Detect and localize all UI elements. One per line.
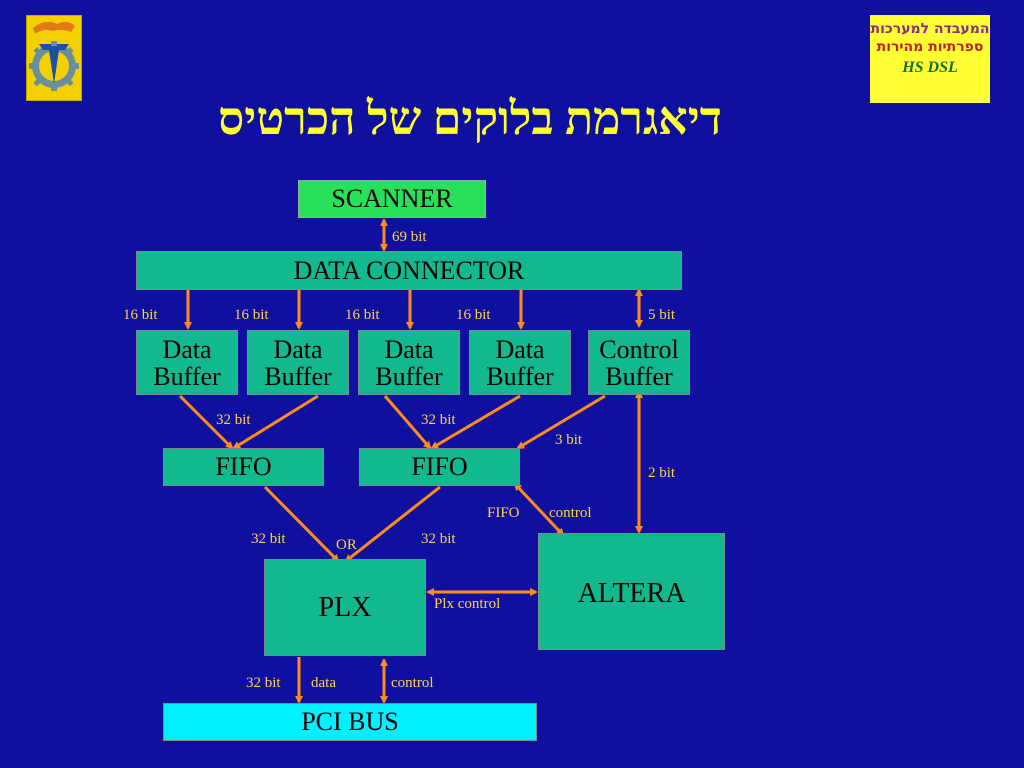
buffer-1-line1: Data <box>162 334 212 364</box>
data-buffer-2: Data Buffer <box>247 330 349 395</box>
lab-logo-line1: המעבדה למערכות <box>870 21 990 37</box>
pci-bus-label: PCI BUS <box>301 707 399 736</box>
label-or: OR <box>336 537 357 553</box>
label-buf4-16bit: 16 bit <box>456 307 491 323</box>
scanner-label: SCANNER <box>331 184 453 213</box>
fifo-1-block: FIFO <box>163 448 324 486</box>
lab-logo: המעבדה למערכות ספרתיות מהירות HS DSL <box>870 15 990 103</box>
label-pci-32bit: 32 bit <box>246 675 281 691</box>
arrow-buf4-fifo2 <box>430 394 521 450</box>
buffer-1-line2: Buffer <box>153 361 221 391</box>
label-buf3-16bit: 16 bit <box>345 307 380 323</box>
label-3bit: 3 bit <box>555 432 583 448</box>
scanner-block: SCANNER <box>298 180 486 218</box>
label-ctrl-5bit: 5 bit <box>648 307 676 323</box>
buffer-3-line2: Buffer <box>375 361 443 391</box>
slide-title: דיאגרמת בלוקים של הכרטיס <box>218 93 722 144</box>
arrow-fifo2-altera <box>513 482 565 537</box>
fifo-1-label: FIFO <box>215 452 272 481</box>
buffer-2-line2: Buffer <box>264 361 332 391</box>
control-buffer: Control Buffer <box>588 330 690 395</box>
plx-label: PLX <box>318 591 372 623</box>
buffer-4-line1: Data <box>495 334 545 364</box>
fifo-2-block: FIFO <box>359 448 520 486</box>
plx-block: PLX <box>264 559 426 656</box>
label-buf2-16bit: 16 bit <box>234 307 269 323</box>
label-plx-control: Plx control <box>434 596 501 612</box>
buffer-4-line2: Buffer <box>486 361 554 391</box>
arrow-ctrl-fifo2 <box>516 394 606 450</box>
label-fifo2-32bit: 32 bit <box>421 412 456 428</box>
control-buffer-line1: Control <box>599 334 679 364</box>
label-fifo1-32bit: 32 bit <box>216 412 251 428</box>
label-fifo2-plx-32bit: 32 bit <box>421 531 456 547</box>
label-fifo-word: FIFO <box>487 505 520 521</box>
buffer-3-line1: Data <box>384 334 434 364</box>
label-fifo1-plx-32bit: 32 bit <box>251 531 286 547</box>
arrow-buf3-fifo2 <box>383 395 432 450</box>
altera-label: ALTERA <box>577 578 686 609</box>
data-buffer-1: Data Buffer <box>136 330 238 395</box>
university-logo <box>26 15 82 101</box>
lab-logo-line3: HS DSL <box>902 59 958 76</box>
data-buffer-4: Data Buffer <box>469 330 571 395</box>
data-connector-label: DATA CONNECTOR <box>293 255 525 285</box>
data-buffer-3: Data Buffer <box>358 330 460 395</box>
arrow-buf1-fifo1 <box>178 394 234 450</box>
fifo-2-label: FIFO <box>411 452 468 481</box>
arrow-fifo2-plx <box>344 485 441 563</box>
label-buf1-16bit: 16 bit <box>123 307 158 323</box>
label-69bit: 69 bit <box>392 229 427 245</box>
label-pci-control: control <box>391 675 434 691</box>
control-buffer-line2: Buffer <box>605 361 673 391</box>
buffer-2-line1: Data <box>273 334 323 364</box>
pci-bus-block: PCI BUS <box>163 703 537 741</box>
label-2bit: 2 bit <box>648 465 676 481</box>
gear-emblem-icon <box>29 21 79 91</box>
label-pci-data: data <box>311 675 336 691</box>
altera-block: ALTERA <box>538 533 725 650</box>
data-connector-block: DATA CONNECTOR <box>136 251 682 290</box>
lab-logo-line2: ספרתיות מהירות <box>876 39 984 55</box>
arrow-buf2-fifo1 <box>232 394 319 450</box>
arrow-fifo1-plx <box>263 485 340 563</box>
label-fifo-control: control <box>549 505 592 521</box>
